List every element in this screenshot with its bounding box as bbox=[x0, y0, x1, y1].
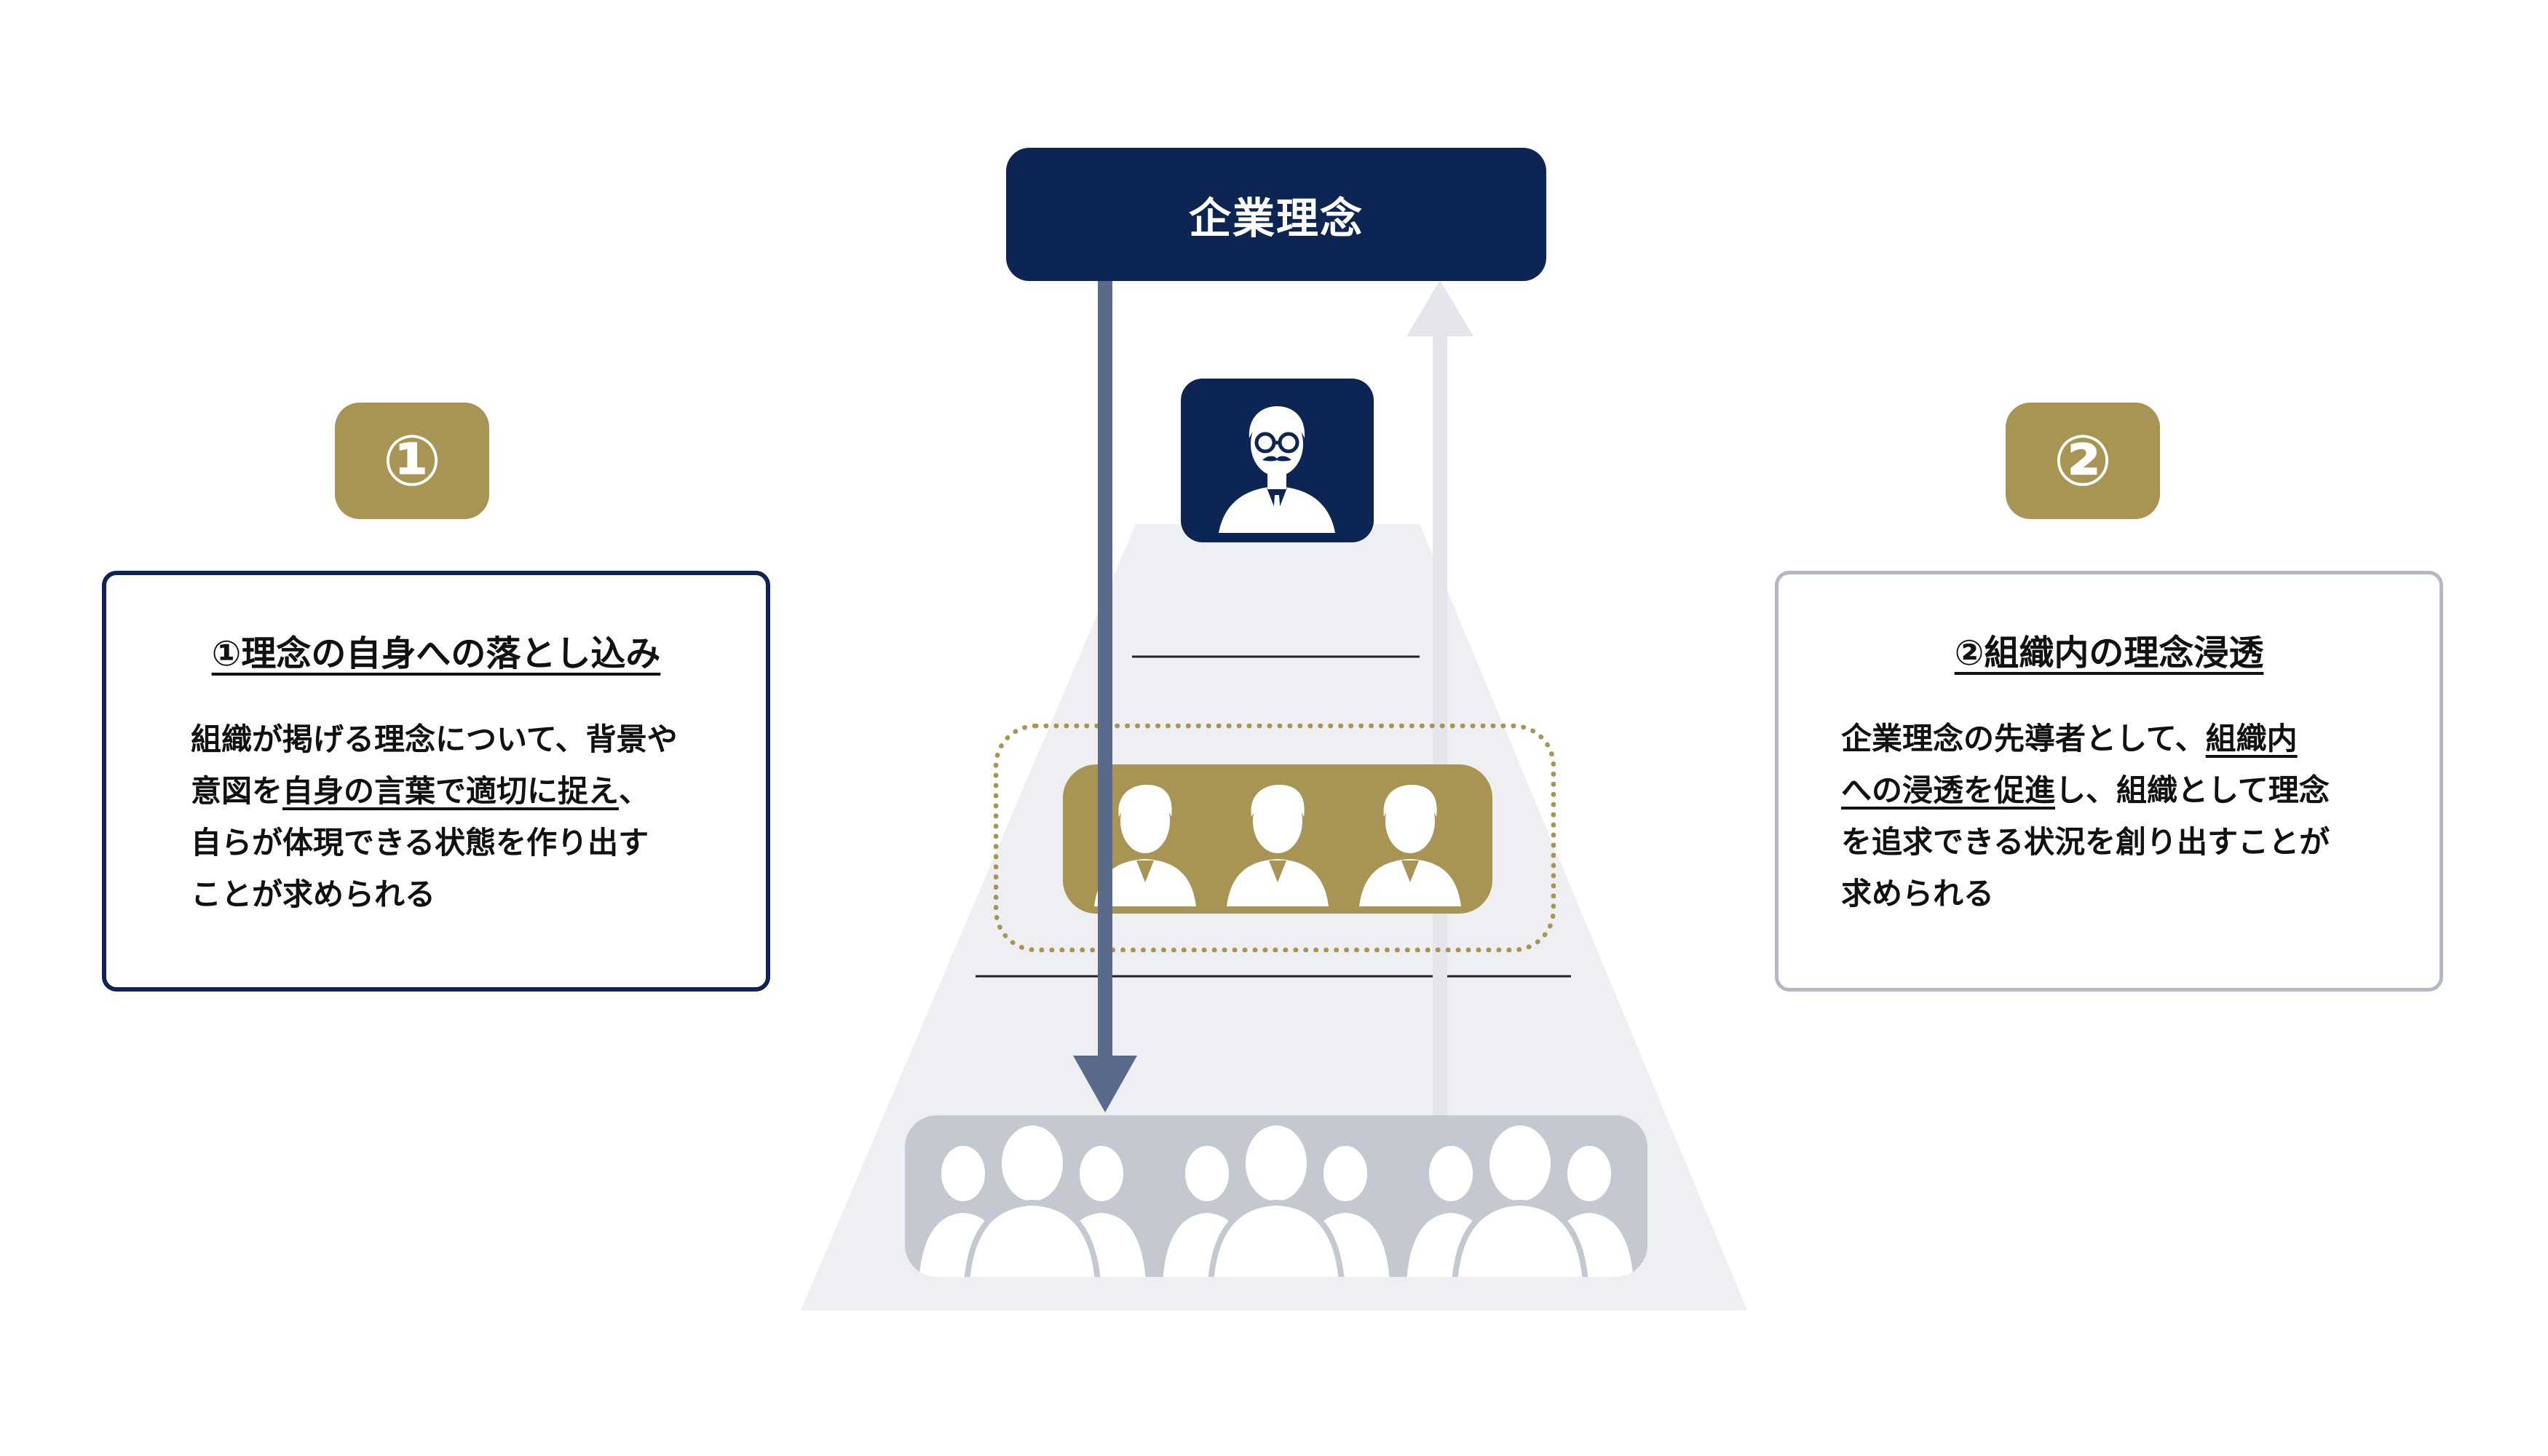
upward-arrow bbox=[1406, 280, 1473, 1132]
panel-left-line-2: 意図を自身の言葉で適切に捉え、 bbox=[191, 773, 650, 809]
panel-left-line-1: 組織が掲げる理念について、背景や bbox=[191, 721, 678, 757]
panel-right-heading: ②組織内の理念浸透 bbox=[1954, 633, 2264, 673]
panel-right-line-4: 求められる bbox=[1841, 876, 1995, 911]
manager-icon-box bbox=[1063, 764, 1492, 914]
panel-left-line-4: ことが求められる bbox=[191, 877, 436, 912]
panel-self-internalization: ①理念の自身への落とし込み 組織が掲げる理念について、背景や 意図を自身の言葉で… bbox=[102, 571, 770, 992]
panel-left-heading: ①理念の自身への落とし込み bbox=[211, 633, 661, 674]
title-text: 企業理念 bbox=[1188, 193, 1364, 243]
panel-right-body: 企業理念の先導者として、組織内 への浸透を促進し、組織として理念 を追求できる状… bbox=[1841, 713, 2330, 919]
step-badge-1: ① bbox=[335, 403, 489, 519]
manager-layer-frame bbox=[994, 724, 1556, 952]
panel-right-line-3: を追求できる状況を創り出すことが bbox=[1841, 824, 2330, 860]
step-badge-2-label: ② bbox=[2053, 420, 2113, 502]
leader-with-glasses-mustache-icon bbox=[1219, 406, 1335, 533]
panel-left-body: 組織が掲げる理念について、背景や 意図を自身の言葉で適切に捉え、 自らが体現でき… bbox=[191, 713, 678, 920]
step-badge-1-label: ① bbox=[382, 420, 442, 502]
staff-icon-box bbox=[905, 1115, 1647, 1277]
business-person-icon bbox=[1094, 785, 1461, 906]
panel-right-line-1: 企業理念の先導者として、組織内 bbox=[1841, 721, 2298, 756]
corporate-philosophy-title: 企業理念 bbox=[1006, 148, 1546, 281]
pyramid-background bbox=[801, 524, 1747, 1310]
step-badge-2: ② bbox=[2006, 403, 2160, 519]
leader-icon-box bbox=[1181, 379, 1374, 542]
panel-right-line-2: への浸透を促進し、組織として理念 bbox=[1841, 772, 2330, 808]
panel-left-line-3: 自らが体現できる状態を作り出す bbox=[191, 825, 649, 860]
people-group-icon bbox=[913, 1120, 1639, 1277]
panel-organization-penetration: ②組織内の理念浸透 企業理念の先導者として、組織内 への浸透を促進し、組織として… bbox=[1775, 571, 2443, 992]
